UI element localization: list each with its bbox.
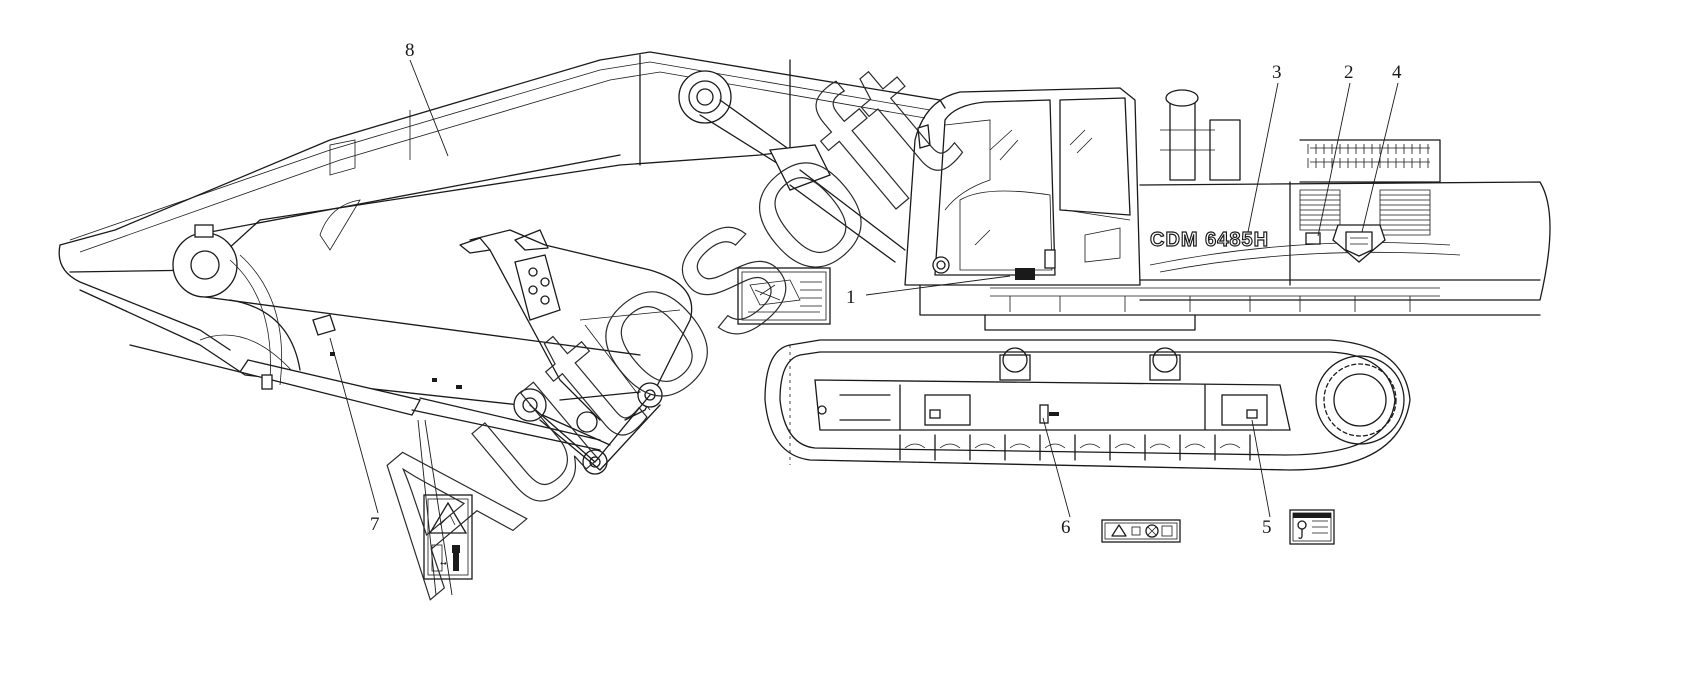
callout-6: 6 — [1061, 517, 1071, 538]
lifting-point-decal — [1289, 509, 1335, 545]
control-diagram-decal — [737, 267, 831, 325]
callout-labels: 1 2 3 4 5 6 7 8 — [370, 40, 1402, 538]
callout-4: 4 — [1392, 62, 1402, 83]
hood-grille — [1310, 147, 1430, 163]
callout-3: 3 — [1272, 62, 1282, 83]
callout-1: 1 — [846, 287, 856, 308]
arm-decal-marks — [312, 314, 462, 389]
bucket — [459, 229, 693, 421]
track — [764, 339, 1411, 471]
arm — [79, 154, 641, 451]
callout-8: 8 — [405, 40, 415, 61]
side-louvres — [1299, 189, 1431, 236]
track-frame — [814, 379, 1291, 431]
engine-compartment — [1139, 89, 1551, 301]
boom-cylinder — [699, 99, 906, 263]
crush-warning-decal: ↔ — [423, 494, 473, 580]
track-safety-decal — [1101, 519, 1181, 543]
svg-text:↔: ↔ — [440, 559, 447, 568]
grille-studs — [1307, 144, 1429, 168]
decal-2-marker — [1305, 232, 1321, 245]
cab — [904, 87, 1141, 286]
drive-sprocket — [1315, 355, 1405, 445]
carrier-rollers — [999, 347, 1181, 381]
model-label: CDM 6485H — [1150, 229, 1269, 251]
bucket-linkage — [513, 382, 663, 475]
boom-foot-pin — [678, 70, 732, 124]
callout-2: 2 — [1344, 62, 1354, 83]
upper-frame — [919, 284, 1541, 331]
leader-lines — [329, 59, 1399, 596]
callout-5: 5 — [1262, 517, 1272, 538]
emblem-4 — [1332, 224, 1386, 263]
track-rollers — [899, 434, 1251, 461]
callout-7: 7 — [370, 514, 380, 535]
